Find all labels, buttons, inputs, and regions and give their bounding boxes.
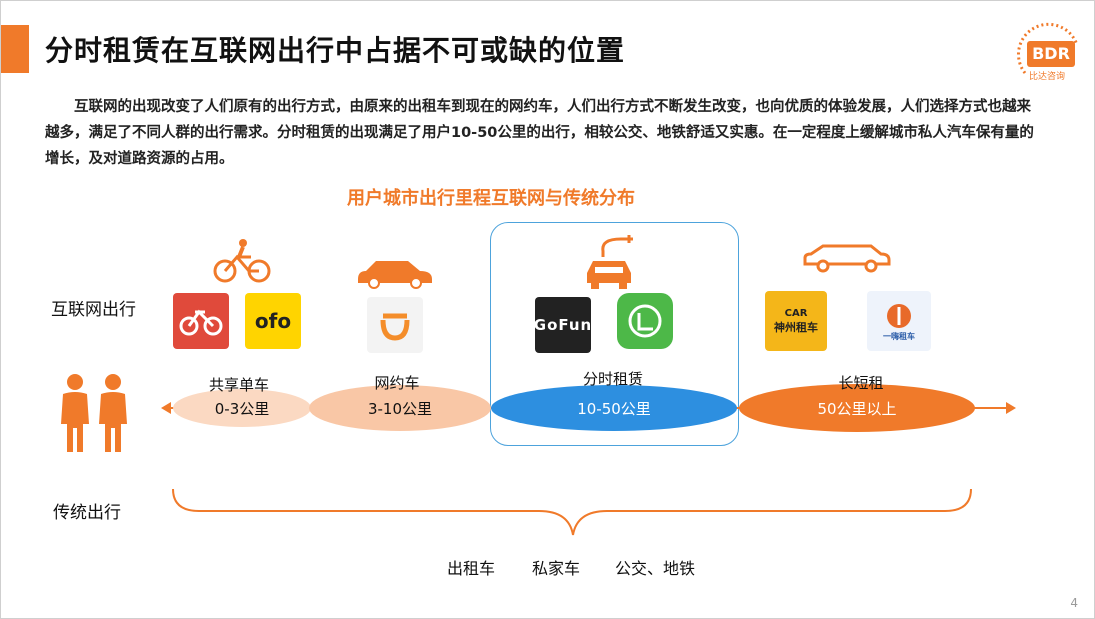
people-icon bbox=[61, 374, 127, 452]
highlight-box-timeshare bbox=[490, 222, 739, 446]
didi-logo-icon bbox=[380, 313, 410, 341]
segment-rental-range: 50公里以上 bbox=[739, 384, 975, 432]
page-number: 4 bbox=[1070, 596, 1078, 610]
segment-ride-hailing-range: 3-10公里 bbox=[309, 385, 491, 431]
traditional-mode-taxi: 出租车 bbox=[447, 559, 496, 578]
traditional-brace-icon bbox=[172, 488, 972, 536]
gofun-app-icon: GoFun bbox=[534, 297, 591, 353]
row-label-internet: 互联网出行 bbox=[51, 300, 136, 320]
ehi-app-icon: 一嗨租车 bbox=[867, 291, 931, 351]
title-accent-bar bbox=[1, 25, 29, 73]
car-inc-brand: CAR bbox=[784, 307, 808, 319]
ofo-app-icon: ofo bbox=[245, 293, 301, 349]
logo-brand: BDR bbox=[1027, 41, 1075, 67]
slide-title: 分时租赁在互联网出行中占据不可或缺的位置 bbox=[45, 34, 626, 67]
car-icon bbox=[358, 261, 432, 289]
limousine-icon bbox=[803, 244, 891, 273]
segment-ride-hailing-name: 网约车 bbox=[374, 374, 420, 392]
row-label-traditional: 传统出行 bbox=[53, 503, 121, 523]
intro-paragraph: 互联网的出现改变了人们原有的出行方式，由原来的出租车到现在的网约车，人们出行方式… bbox=[45, 99, 1034, 167]
didi-app-icon bbox=[367, 297, 423, 353]
evcard-logo-icon bbox=[628, 304, 662, 338]
chart-title: 用户城市出行里程互联网与传统分布 bbox=[347, 188, 635, 209]
segment-timeshare-name: 分时租赁 bbox=[582, 370, 643, 388]
traditional-mode-transit: 公交、地铁 bbox=[615, 559, 696, 578]
ehi-logo-icon bbox=[887, 303, 911, 328]
timeline-arrow-left-icon bbox=[161, 402, 171, 414]
evcard-app-icon bbox=[617, 293, 673, 349]
logo-ring-icon bbox=[1017, 22, 1079, 74]
bdr-logo: BDR 比达咨询 bbox=[1011, 17, 1081, 82]
mobike-bike-icon bbox=[179, 309, 223, 336]
segment-rental-name: 长短租 bbox=[838, 374, 884, 392]
car-inc-name: 神州租车 bbox=[774, 320, 818, 334]
segment-timeshare-range: 10-50公里 bbox=[491, 385, 737, 431]
logo-subtitle: 比达咨询 bbox=[1029, 72, 1066, 82]
segment-shared-bike-name: 共享单车 bbox=[208, 376, 269, 394]
segment-shared-bike-range: 0-3公里 bbox=[173, 389, 311, 427]
bicycle-icon bbox=[213, 239, 271, 283]
car-inc-app-icon: CAR 神州租车 bbox=[765, 291, 827, 351]
ev-charging-car-icon bbox=[587, 235, 633, 289]
mobike-app-icon bbox=[173, 293, 229, 349]
traditional-mode-private-car: 私家车 bbox=[532, 559, 581, 578]
timeline-arrow-right-icon bbox=[1006, 402, 1016, 414]
ehi-name: 一嗨租车 bbox=[883, 331, 915, 341]
